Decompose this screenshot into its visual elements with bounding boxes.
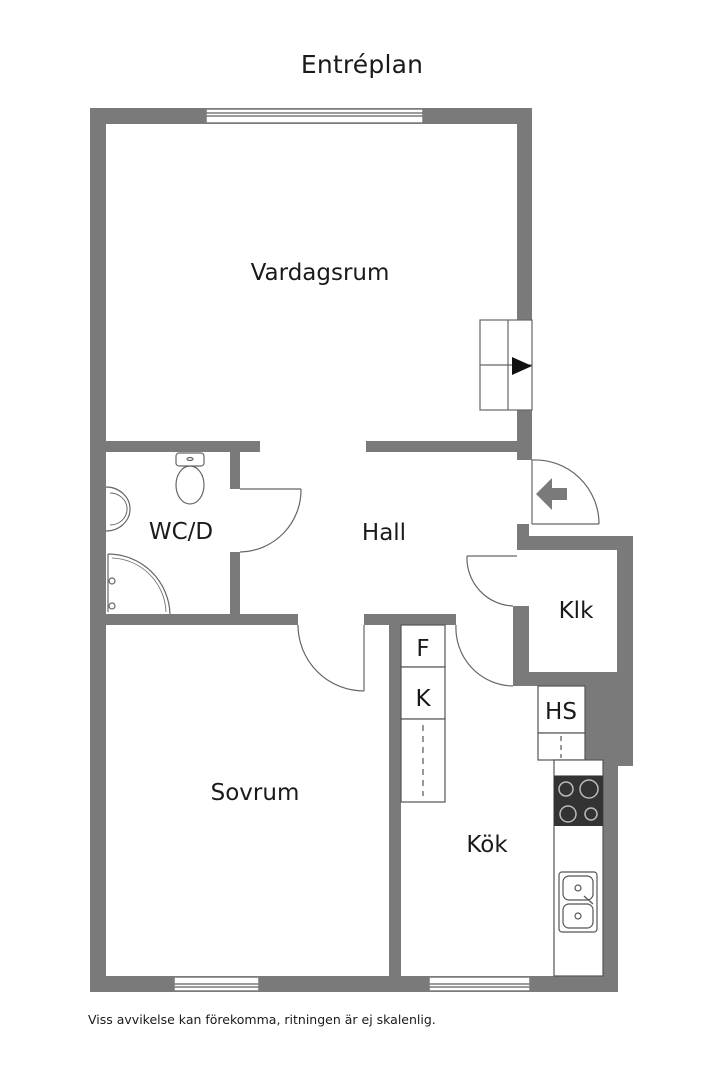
label-closet: Klk bbox=[559, 598, 594, 624]
label-linen-cupboard: HS bbox=[545, 699, 577, 725]
wc-fixtures bbox=[105, 452, 205, 615]
wall-right-upper bbox=[517, 108, 532, 320]
wall-wc-right-bottom bbox=[230, 552, 240, 625]
wall-outer-bottom bbox=[90, 976, 618, 992]
wall-closet-bottom bbox=[517, 672, 605, 686]
window-living bbox=[205, 108, 424, 124]
room-labels: Vardagsrum WC/D Hall Klk Sovrum Kök F K … bbox=[149, 260, 594, 858]
entrance-door bbox=[531, 459, 600, 525]
label-fridge: F bbox=[416, 636, 429, 662]
wall-hall-kitchen bbox=[364, 614, 456, 625]
page-title: Entréplan bbox=[300, 50, 424, 79]
wall-living-hall-left bbox=[90, 441, 260, 452]
window-bedroom bbox=[173, 976, 260, 992]
wall-closet-bottom-wedge bbox=[585, 672, 617, 766]
label-wc: WC/D bbox=[149, 519, 213, 545]
walls bbox=[90, 108, 633, 992]
label-kitchen: Kök bbox=[466, 832, 508, 858]
wall-closet-top bbox=[517, 536, 633, 550]
linen-cupboard bbox=[537, 685, 586, 734]
label-hall: Hall bbox=[362, 520, 406, 546]
wall-wc-right-top bbox=[230, 441, 240, 489]
shower-icon bbox=[107, 553, 171, 615]
wall-living-hall-right bbox=[366, 441, 532, 452]
toilet-icon bbox=[175, 452, 205, 505]
wall-closet-left bbox=[517, 606, 529, 686]
windows bbox=[173, 108, 531, 992]
wall-right-mid bbox=[517, 410, 532, 460]
fireplace-icon bbox=[479, 319, 533, 411]
label-freezer: K bbox=[415, 686, 431, 712]
wc-door bbox=[239, 488, 302, 553]
wall-closet-left-stub bbox=[517, 524, 529, 550]
label-bedroom: Sovrum bbox=[211, 780, 300, 806]
kitchen-sink-icon bbox=[558, 871, 598, 933]
fridge-unit bbox=[400, 624, 446, 668]
sink-icon bbox=[105, 486, 131, 532]
doors bbox=[239, 459, 600, 692]
wall-wc-bedroom bbox=[90, 614, 298, 625]
wall-bedroom-kitchen bbox=[389, 614, 401, 992]
wall-closet-right bbox=[617, 536, 633, 766]
kitchen-door bbox=[455, 624, 514, 687]
stove-icon bbox=[554, 776, 603, 826]
window-kitchen bbox=[428, 976, 531, 992]
freezer-unit bbox=[400, 666, 446, 720]
wall-kitchen-right bbox=[603, 760, 618, 992]
label-living-room: Vardagsrum bbox=[251, 260, 390, 286]
entrance-arrow-icon bbox=[536, 478, 567, 510]
wall-closet-door-jamb bbox=[513, 606, 517, 686]
wall-outer-left bbox=[90, 108, 106, 992]
disclaimer-text: Viss avvikelse kan förekomma, ritningen … bbox=[88, 1012, 436, 1027]
bedroom-door bbox=[297, 624, 365, 692]
closet-door bbox=[466, 555, 517, 607]
